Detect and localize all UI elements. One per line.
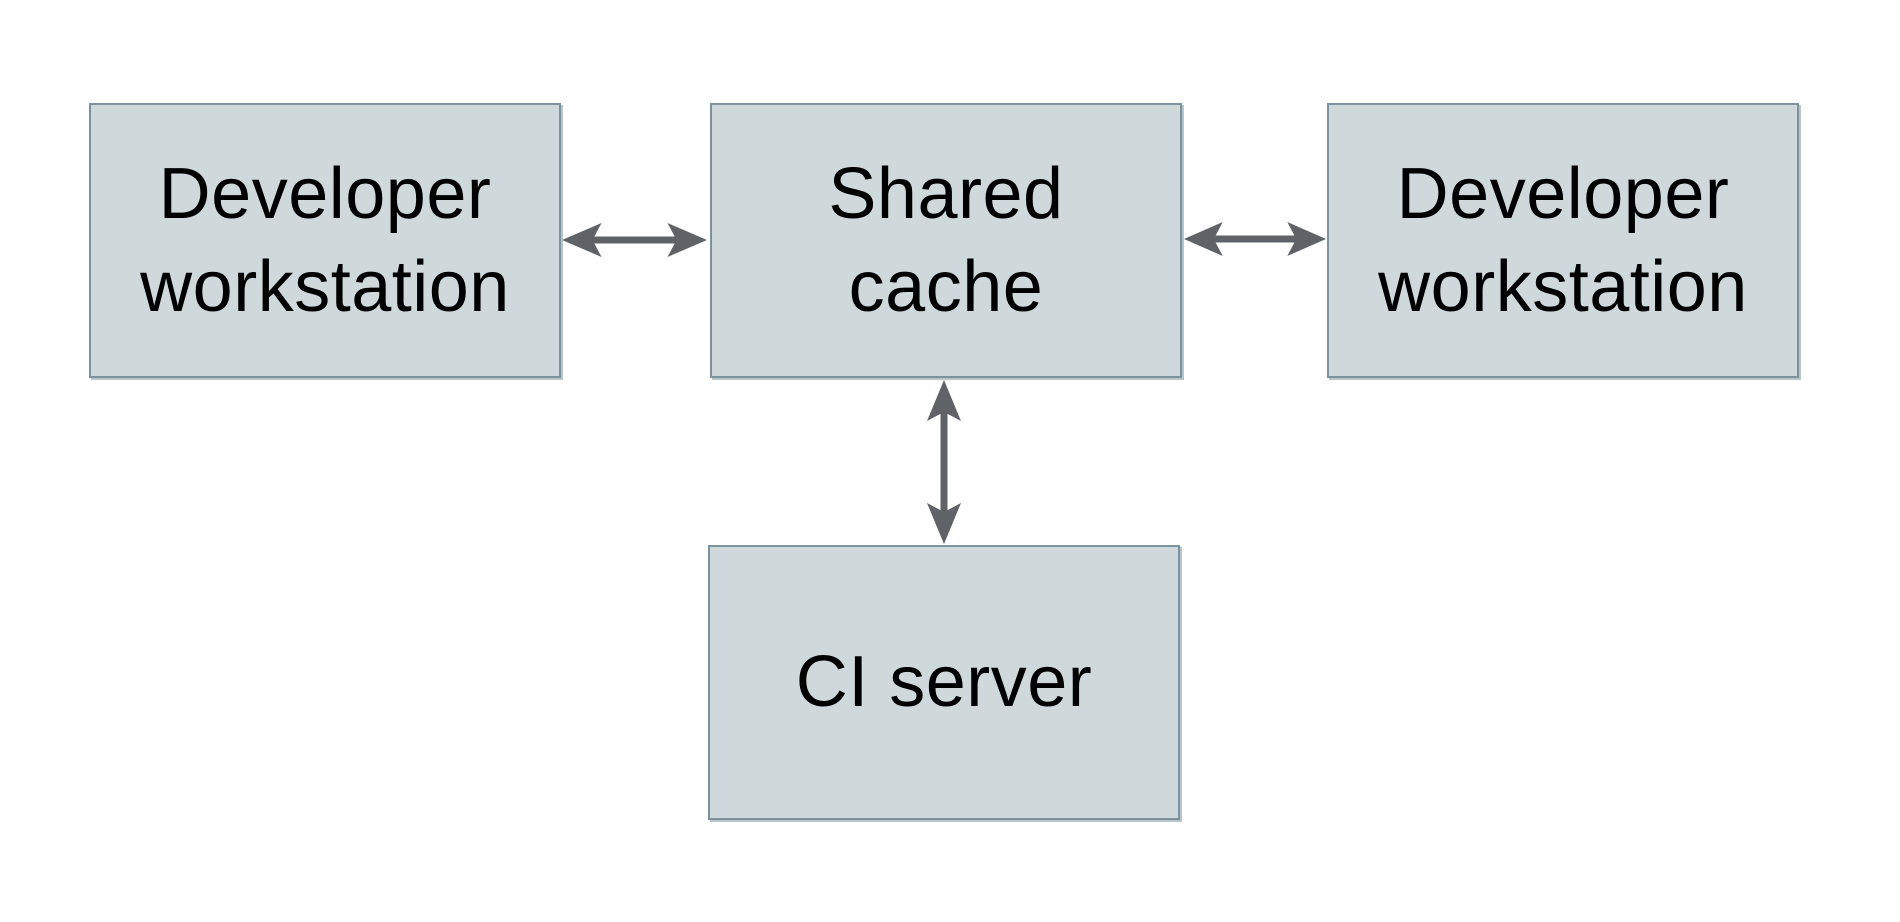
- arrow-head-left: [1183, 222, 1223, 256]
- double-arrow-horizontal-icon: [562, 223, 707, 257]
- arrow-head-bottom: [927, 503, 961, 544]
- node-shared-cache: Shared cache: [710, 103, 1182, 378]
- arrow-head-right: [1287, 222, 1327, 256]
- double-arrow-horizontal-icon: [1183, 222, 1327, 256]
- arrow-head-left: [562, 223, 602, 257]
- node-label: Shared cache: [828, 154, 1064, 327]
- arrow-head-top: [927, 380, 961, 421]
- arrow-head-right: [667, 223, 707, 257]
- bidirectional-arrow-shared-cache-to-ci-server: [924, 379, 964, 545]
- node-label: CI server: [795, 642, 1093, 723]
- node-label: Developer workstation: [1378, 154, 1748, 327]
- bidirectional-arrow-shared-cache-to-right-workstation: [1183, 219, 1327, 259]
- node-developer-workstation-right: Developer workstation: [1327, 103, 1799, 378]
- node-label: Developer workstation: [140, 154, 510, 327]
- node-ci-server: CI server: [708, 545, 1180, 820]
- bidirectional-arrow-left-workstation-to-shared-cache: [561, 220, 708, 260]
- node-developer-workstation-left: Developer workstation: [89, 103, 561, 378]
- double-arrow-vertical-icon: [927, 380, 961, 544]
